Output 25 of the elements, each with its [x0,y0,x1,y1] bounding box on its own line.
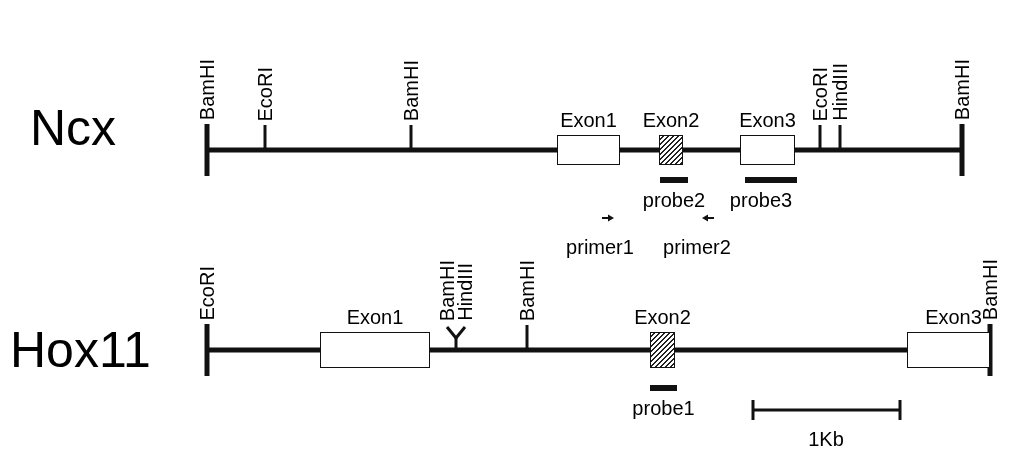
exon-label: Exon3 [739,109,796,131]
exon-label: Exon1 [560,109,617,131]
restriction-site-label: BamHI [517,259,537,321]
exon-label: Exon2 [642,109,700,131]
exon-label: Exon2 [634,306,691,328]
probe-label: probe1 [632,397,695,419]
gene-name: Ncx [30,100,117,156]
probe-label: probe3 [729,189,793,211]
restriction-site-label: BamHI [952,58,972,120]
exon-label: Exon1 [346,306,404,328]
restriction-site-label: BamHI [980,258,1000,320]
exon-label: Exon3 [925,306,982,328]
probe-label: probe2 [642,189,706,211]
primer-label: primer2 [663,236,731,258]
gene-name: Hox11 [10,322,151,378]
restriction-site-label: BamHI [401,59,421,121]
restriction-site-label: EcoRI [197,265,217,320]
restriction-site-label: EcoRI [255,66,275,121]
restriction-site-label: BamHI [437,259,457,321]
primer-label: primer1 [566,236,634,258]
restriction-site-label: BamHI [197,58,217,120]
scale-label: 1Kb [808,428,844,450]
restriction-site-label: EcoRI [810,66,830,121]
restriction-site-label: HindIII [830,63,850,121]
restriction-site-label: HindIII [455,263,475,321]
